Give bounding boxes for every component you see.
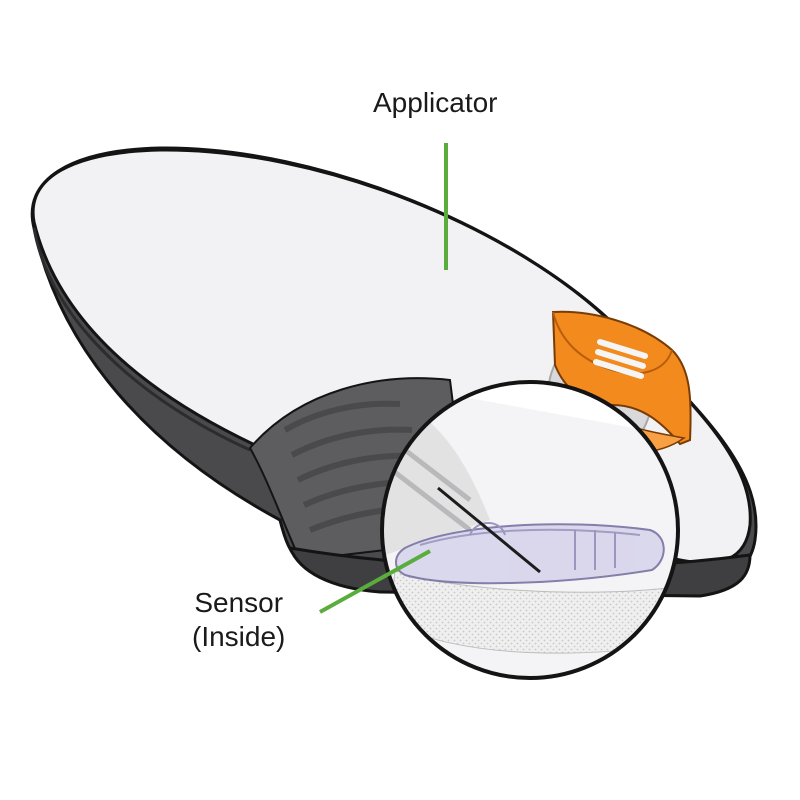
sensor-label-line1: Sensor [192, 586, 285, 620]
sensor-label-line2: (Inside) [192, 620, 285, 654]
applicator-label: Applicator [373, 86, 498, 120]
sensor-label: Sensor (Inside) [192, 586, 285, 653]
